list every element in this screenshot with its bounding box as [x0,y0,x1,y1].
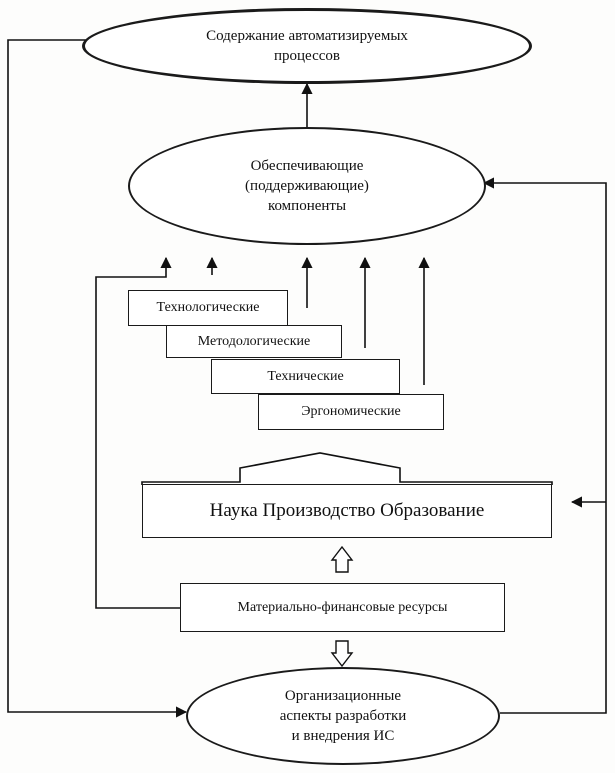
material-financial-resources-label: Материально-финансовые ресурсы [237,599,448,615]
arrow-right-loop [482,177,607,714]
step-label-technical: Технические [267,368,344,384]
support-components-line3: компоненты [267,198,347,214]
arrow-resources-up [95,256,180,609]
organizational-aspects-ellipse: Организационные аспекты разработки и вне… [186,667,500,765]
arrow-left-loop [7,39,188,718]
step-label-technological: Технологические [156,300,260,315]
small-arrow-resources-down [330,640,354,668]
content-processes-ellipse: Содержание автоматизируемых процессов [82,8,532,84]
science-production-education-box: Наука Производство Образование [142,484,552,538]
support-components-line1: Обеспечивающие [250,158,364,174]
step-box-technical: Технические [211,359,400,394]
support-components-line2: (поддерживающие) [245,178,369,194]
step-box-technological: Технологические [128,290,288,326]
science-production-education-label: Наука Производство Образование [209,500,485,521]
organizational-aspects-line2: аспекты разработки [279,708,407,724]
organizational-aspects-line3: и внедрения ИС [291,728,395,744]
material-financial-resources-box: Материально-финансовые ресурсы [180,583,505,632]
support-components-ellipse: Обеспечивающие (поддерживающие) компонен… [128,127,486,245]
small-arrow-resources-up [330,545,354,573]
step-box-methodological: Методологические [166,325,342,358]
step-label-methodological: Методологические [197,333,311,349]
content-processes-line2: процессов [274,48,340,64]
content-processes-line1: Содержание автоматизируемых [206,28,408,44]
step-label-ergonomic: Эргономические [301,404,401,419]
big-arrow-science-up [141,452,553,485]
organizational-aspects-line1: Организационные [284,688,402,704]
step-box-ergonomic: Эргономические [258,394,444,430]
